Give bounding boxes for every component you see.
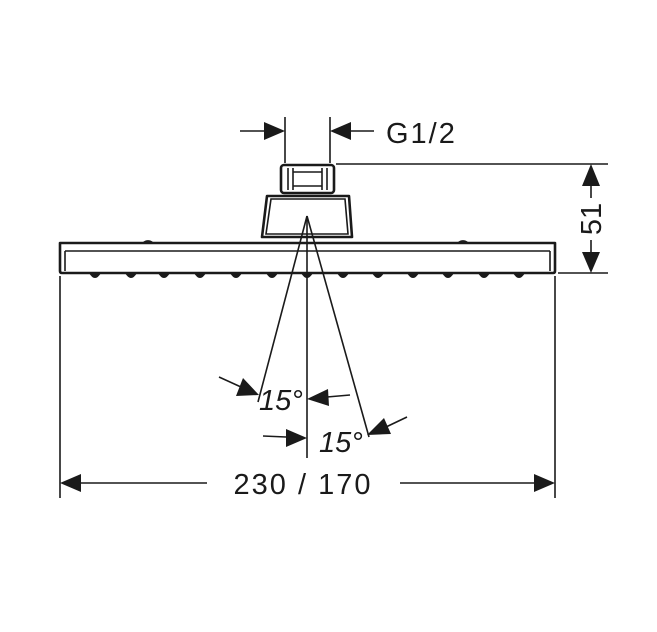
spray-line-left: [257, 215, 308, 403]
nozzle-row: [89, 273, 525, 278]
nozzle: [125, 273, 137, 278]
nozzle: [158, 273, 170, 278]
arrow-head: [534, 474, 555, 492]
arrow-head: [582, 164, 600, 186]
shower-head-outline: [58, 163, 557, 278]
thread-dimension: G1/2: [240, 117, 457, 163]
nozzle: [89, 273, 101, 278]
arrow-head: [286, 429, 307, 447]
arrow-head: [264, 122, 285, 140]
nozzle: [478, 273, 490, 278]
width-dimension: 230 / 170: [59, 276, 556, 501]
nozzle: [194, 273, 206, 278]
angle-right-label: 15°: [319, 427, 363, 459]
angle-right-dimension: 15°: [262, 416, 408, 459]
height-dimension: 51: [336, 163, 608, 274]
nozzle: [407, 273, 419, 278]
mount-nut: [260, 194, 354, 239]
angle-left-dimension: 15°: [218, 376, 351, 417]
arrow-head: [307, 389, 329, 406]
nozzle: [337, 273, 349, 278]
spray-plate: [58, 241, 557, 275]
arrow-head: [367, 418, 391, 435]
thread-connector: [279, 163, 336, 195]
nozzle: [372, 273, 384, 278]
nozzle: [266, 273, 278, 278]
arrow-head: [330, 122, 351, 140]
spray-line-right: [306, 215, 370, 438]
arrow-head: [60, 474, 81, 492]
nozzle: [513, 273, 525, 278]
spray-angle-lines: [257, 215, 370, 458]
angle-left-label: 15°: [259, 385, 303, 417]
nozzle: [230, 273, 242, 278]
width-label: 230 / 170: [234, 469, 373, 501]
nozzle: [442, 273, 454, 278]
arrow-head: [582, 252, 600, 273]
arrow-head: [236, 378, 259, 396]
thread-size-label: G1/2: [386, 118, 457, 150]
height-label: 51: [576, 203, 608, 235]
